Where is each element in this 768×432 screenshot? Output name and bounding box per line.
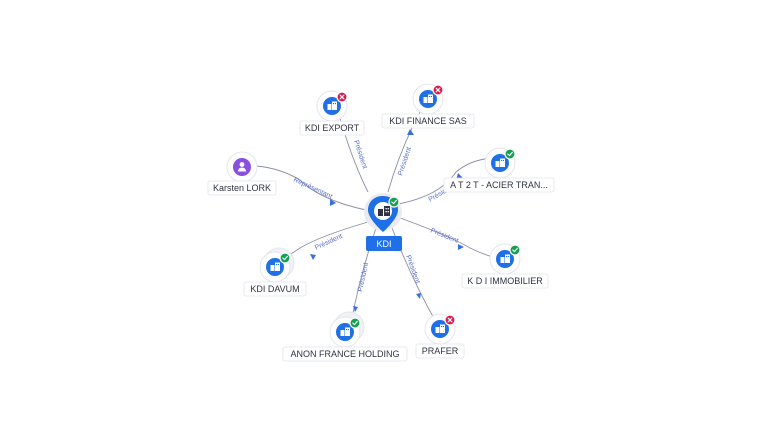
building-icon — [500, 254, 510, 263]
status-active-icon — [279, 252, 291, 264]
node-label: Karsten LORK — [213, 183, 271, 193]
node-anon-france-holding[interactable]: ANON FRANCE HOLDING — [282, 311, 408, 362]
edge-label-karsten: Représentant — [292, 176, 333, 200]
node-kdi-export[interactable]: KDI EXPORT — [299, 90, 365, 136]
building-icon — [423, 94, 433, 103]
label-box — [282, 346, 408, 362]
label-box — [461, 273, 549, 289]
label-box — [415, 343, 465, 359]
edge-karsten — [255, 165, 367, 211]
edge-label-kdi-export: Président — [352, 139, 368, 169]
label-box — [243, 281, 307, 297]
node-karsten-lork[interactable]: Karsten LORK — [207, 151, 277, 196]
node-label: K D I IMMOBILIER — [467, 276, 543, 286]
edge-at2t — [397, 157, 493, 205]
node-at2t[interactable]: A T 2 T - ACIER TRAN... — [443, 147, 555, 193]
node-label: ANON FRANCE HOLDING — [290, 349, 399, 359]
arrow-karsten — [330, 199, 336, 206]
label-box — [207, 180, 277, 196]
edge-label-kdi-davum: Président — [314, 233, 344, 252]
edge-label-kdi-immobilier: Président — [429, 227, 459, 245]
arrow-kdi-finance — [407, 129, 414, 135]
edge-label-kdi-finance: Président — [397, 146, 413, 176]
node-prafer[interactable]: PRAFER — [415, 313, 465, 359]
person-icon — [233, 158, 251, 176]
node-label: KDI DAVUM — [250, 284, 299, 294]
status-inactive-icon — [432, 84, 444, 96]
node-label: PRAFER — [422, 346, 459, 356]
status-active-icon — [388, 196, 400, 208]
label-box — [381, 113, 475, 129]
arrow-anon — [353, 306, 358, 312]
building-icon — [435, 324, 445, 333]
building-icon — [495, 158, 505, 167]
building-icon — [378, 206, 390, 216]
label-box — [299, 120, 365, 136]
arrow-prafer — [416, 293, 421, 299]
status-active-icon — [504, 148, 516, 160]
center-node[interactable]: KDI — [364, 193, 402, 251]
node-label: A T 2 T - ACIER TRAN... — [450, 180, 548, 190]
node-label: KDI FINANCE SAS — [389, 116, 467, 126]
node-kdi-davum[interactable]: KDI DAVUM — [243, 247, 307, 297]
building-icon — [327, 101, 337, 110]
user-icon — [237, 162, 247, 172]
node-kdi-immobilier[interactable]: K D I IMMOBILIER — [461, 243, 549, 289]
arrow-kdi-davum — [310, 254, 316, 260]
node-kdi-finance-sas[interactable]: KDI FINANCE SAS — [381, 83, 475, 129]
status-inactive-icon — [336, 91, 348, 103]
status-active-icon — [509, 244, 521, 256]
center-label-box — [366, 236, 402, 251]
label-box — [443, 177, 555, 193]
node-label: KDI EXPORT — [305, 123, 360, 133]
center-label: KDI — [376, 239, 391, 249]
building-icon — [340, 327, 350, 336]
edge-label-prafer: Président — [404, 254, 421, 284]
edge-kdi-immobilier — [399, 217, 497, 259]
edge-label-anon: Président — [357, 262, 370, 292]
building-icon — [270, 262, 280, 271]
status-inactive-icon — [444, 314, 456, 326]
arrow-kdi-immobilier — [458, 244, 464, 250]
status-active-icon — [349, 317, 361, 329]
